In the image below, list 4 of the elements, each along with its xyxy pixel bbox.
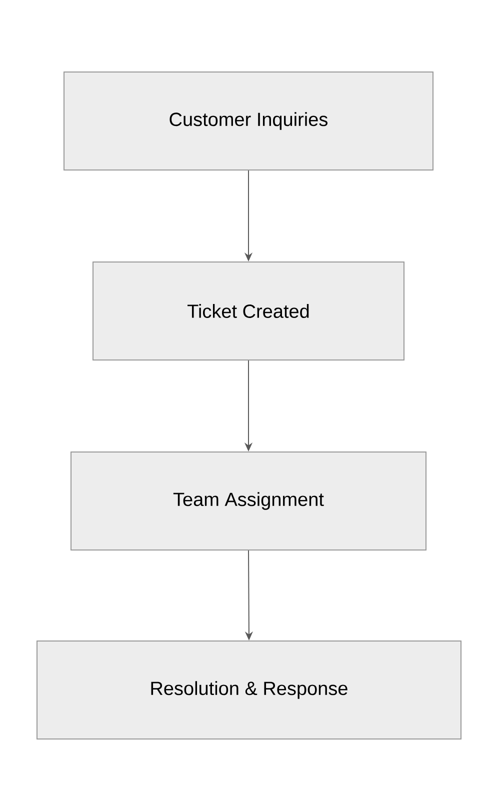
process-box: Ticket Created — [92, 262, 404, 360]
process-box: Resolution & Response — [36, 640, 462, 740]
process-box: Team Assignment — [70, 452, 426, 550]
process-box: Customer Inquiries — [64, 72, 434, 170]
